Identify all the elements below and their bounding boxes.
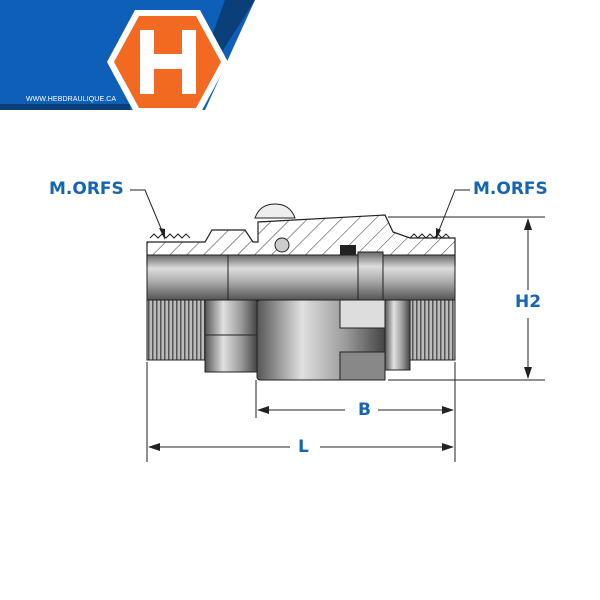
height-label: H2 <box>515 292 542 312</box>
left-port-label: M.ORFS <box>49 179 124 199</box>
overall-length-label: L <box>298 437 309 457</box>
hex-nut <box>204 299 258 373</box>
h-letter-icon <box>140 30 196 94</box>
right-port-label: M.ORFS <box>473 179 548 199</box>
body-length-label: B <box>358 400 371 420</box>
brand-logo[interactable] <box>0 0 255 114</box>
website-url[interactable]: WWW.HEBDRAULIQUE.CA <box>26 96 117 103</box>
